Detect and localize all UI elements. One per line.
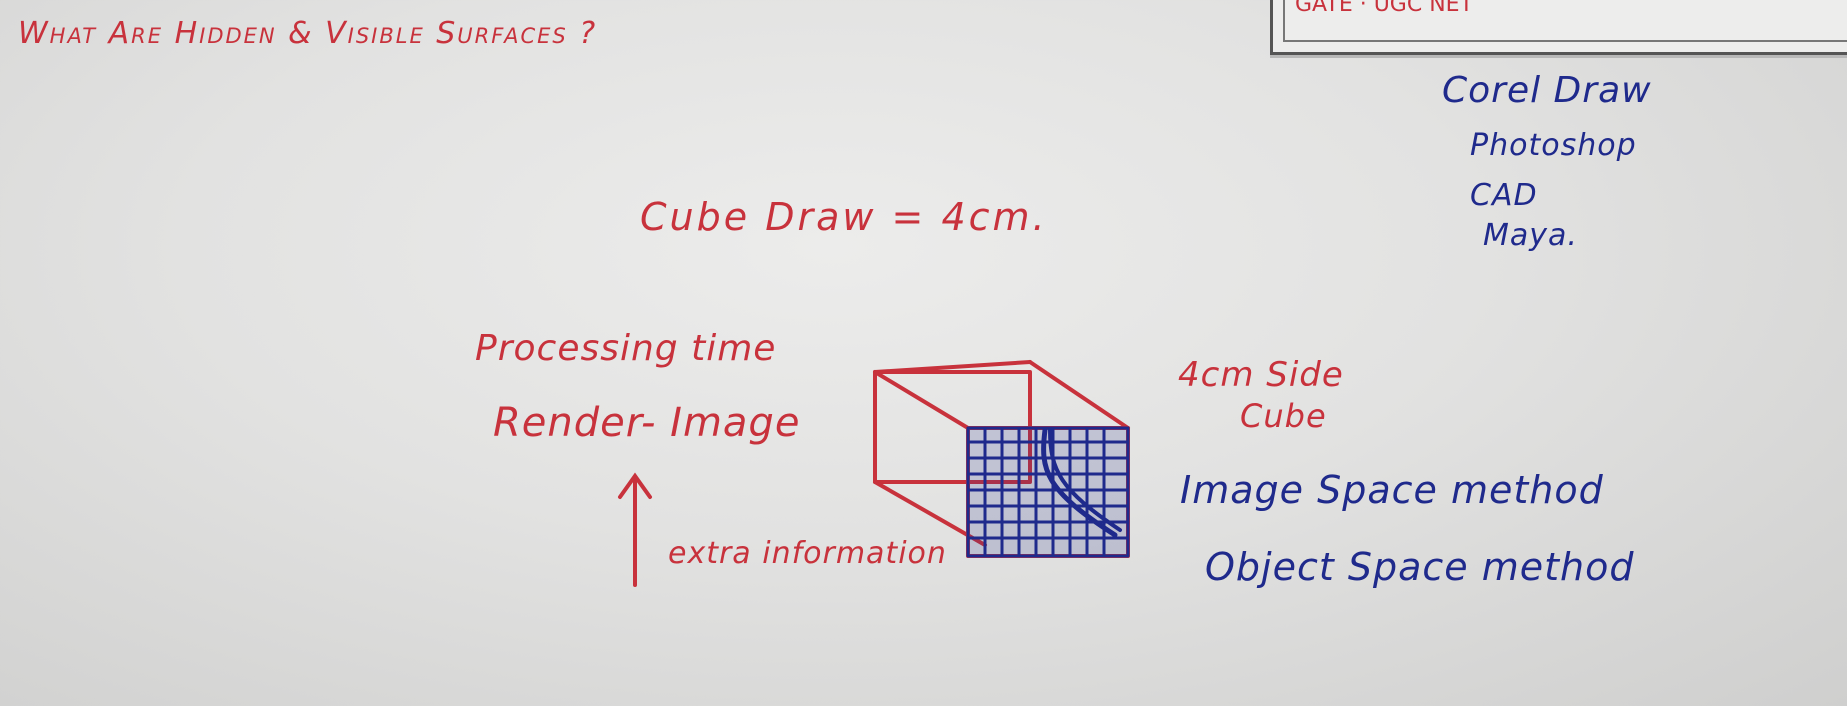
cube-hatching <box>966 426 1130 558</box>
arrow-up-icon <box>618 472 652 587</box>
top-right-frame: GATE · UGC NET <box>1270 0 1847 55</box>
image-space-method-note: Image Space method <box>1180 468 1604 512</box>
software-item: Corel Draw <box>1442 70 1652 111</box>
processing-time-note: Processing time <box>475 328 777 369</box>
object-space-method-note: Object Space method <box>1205 545 1635 589</box>
cube-drawing-icon <box>873 360 1130 558</box>
board-title: What Are Hidden & Visible Surfaces ? <box>18 16 598 51</box>
top-right-label: GATE · UGC NET <box>1295 0 1474 17</box>
cube-draw-note: Cube Draw = 4cm. <box>640 195 1048 239</box>
side-cube-note-line2: Cube <box>1240 397 1327 435</box>
side-cube-note-line1: 4cm Side <box>1178 355 1344 395</box>
software-item: Photoshop <box>1470 128 1637 163</box>
extra-information-note: extra information <box>668 536 947 571</box>
software-item: CAD <box>1470 178 1538 213</box>
software-item: Maya. <box>1483 218 1578 253</box>
render-image-note: Render- Image <box>493 400 801 446</box>
top-right-frame-inner <box>1283 0 1847 42</box>
